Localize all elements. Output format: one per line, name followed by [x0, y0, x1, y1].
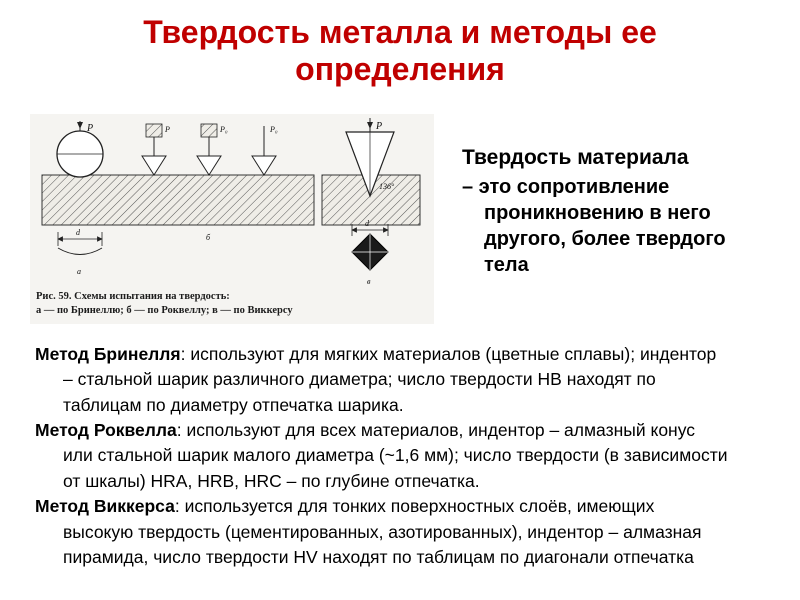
figure-caption-line2: а — по Бринеллю; б — по Роквеллу; в — по… [36, 304, 293, 316]
content-row: P d а P [30, 113, 800, 324]
method-name-vickers: Метод Виккерса [35, 496, 175, 517]
label-force-rockwell-1: P [164, 125, 170, 134]
force-arrow-icon [367, 121, 373, 129]
brinell-imprint [57, 247, 103, 255]
label-force-brinell: P [86, 123, 93, 134]
label-diameter-brinell: d [76, 228, 81, 237]
definition-block: Твердость материала – это сопротивление … [462, 144, 752, 278]
label-sub-a: а [77, 267, 81, 276]
label-preload-rockwell-1: P₀ [219, 125, 228, 134]
paragraph-rockwell: Метод Роквелла: используют для всех мате… [35, 418, 728, 494]
figure-caption-line1: Рис. 59. Схемы испытания на твердость: [36, 290, 230, 302]
label-sub-v: в [367, 277, 371, 286]
vickers-scheme: P 136° d в [345, 117, 395, 286]
method-name-brinell: Метод Бринелля [35, 343, 181, 364]
label-diameter-vickers: d [365, 219, 370, 228]
force-arrow-icon [77, 121, 83, 129]
definition-term: Твердость материала [462, 145, 689, 169]
rockwell-cone-2 [196, 155, 222, 176]
method-name-rockwell: Метод Роквелла [35, 420, 177, 441]
hardness-test-diagram: P d а P [41, 117, 421, 286]
figure-caption: Рис. 59. Схемы испытания на твердость: а… [36, 290, 432, 318]
definition-text: – это сопротивление проникновению в него… [462, 175, 726, 276]
rockwell-scheme: P P₀ P₀ б [141, 123, 278, 242]
figure-block: P d а P [30, 113, 434, 324]
paragraph-vickers: Метод Виккерса: используется для тонких … [35, 494, 728, 570]
methods-text: Метод Бринелля: используют для мягких ма… [0, 342, 800, 570]
label-angle-136: 136° [379, 182, 395, 191]
label-sub-b: б [206, 233, 211, 242]
method-desc-brinell: : используют для мягких материалов (цвет… [63, 343, 717, 415]
paragraph-brinell: Метод Бринелля: используют для мягких ма… [35, 342, 728, 418]
rockwell-cone-1 [141, 155, 167, 176]
brinell-scheme: P d а [56, 120, 104, 276]
label-force-vickers: P [375, 121, 382, 132]
label-preload-rockwell-2: P₀ [269, 125, 278, 134]
page-title: Твердость металла и методы ее определени… [143, 14, 657, 87]
method-desc-vickers: : используется для тонких поверхностных … [63, 496, 702, 567]
specimen-block [41, 174, 315, 226]
rockwell-cone-3 [251, 155, 277, 176]
method-desc-rockwell: : используют для всех материалов, индент… [63, 420, 728, 491]
